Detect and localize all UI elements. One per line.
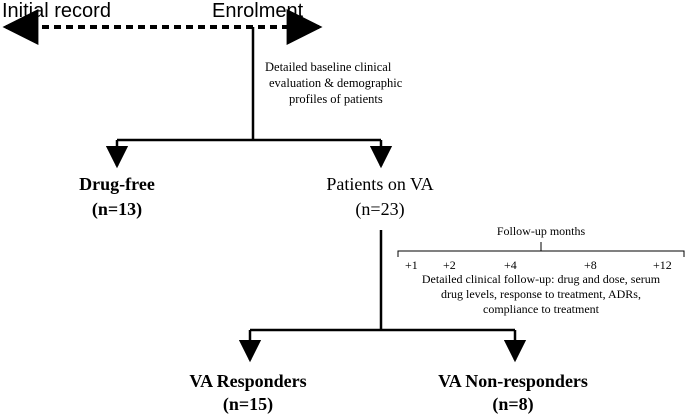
drug-free-label: Drug-free [79,174,155,194]
followup-month: +4 [504,258,517,272]
followup-month: +2 [443,258,456,272]
followup-note: Detailed clinical follow-up: drug and do… [422,272,660,317]
followup-note-line: drug levels, response to treatment, ADRs… [441,287,641,301]
va-responders-label: VA Responders [189,371,307,391]
followup-month: +8 [584,258,597,272]
va-non-responders-count: (n=8) [492,394,534,414]
followup-month: +1 [405,258,418,272]
enrolment-label: Enrolment [212,0,304,22]
baseline-note-line: evaluation & demographic [269,76,403,90]
baseline-note-line: Detailed baseline clinical [265,60,392,74]
baseline-note: Detailed baseline clinical evaluation & … [265,59,402,107]
followup-month: +12 [653,258,672,272]
baseline-note-line: profiles of patients [289,92,383,106]
drug-free-count: (n=13) [91,199,143,219]
va-non-responders-label: VA Non-responders [438,371,588,391]
followup-title: Follow-up months [496,224,586,238]
followup-bracket [397,250,685,257]
patients-on-va-label: Patients on VA [326,174,434,194]
patients-on-va-count: (n=23) [355,199,405,219]
va-responders-count: (n=15) [222,394,274,414]
followup-note-line: Detailed clinical follow-up: drug and do… [421,272,661,286]
initial-record-label: Initial record [2,0,111,22]
followup-note-line: compliance to treatment [483,302,599,316]
